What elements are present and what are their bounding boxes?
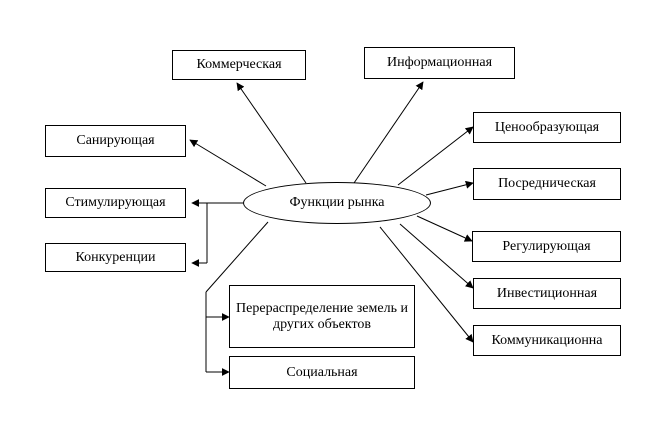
arrow-to-sanitizing: [189, 139, 267, 187]
arrow-to-regulating: [416, 215, 473, 242]
node-redistribution-label: Перераспределение земель и других объект…: [236, 300, 408, 332]
center-label: Функции рынка: [289, 195, 385, 210]
arrow-to-informational: [353, 81, 424, 184]
node-investment: Инвестиционная: [473, 278, 621, 309]
arrow-to-investment: [399, 223, 474, 289]
node-sanitizing-label: Санирующая: [76, 133, 155, 148]
node-social-label: Социальная: [286, 364, 358, 380]
node-stimulating: Стимулирующая: [45, 188, 186, 218]
node-stimulating-label: Стимулирующая: [65, 195, 166, 210]
node-informational-label: Информационная: [386, 55, 493, 70]
node-investment-label: Инвестиционная: [496, 285, 598, 301]
arrow-to-commercial: [236, 82, 307, 184]
node-commercial: Коммерческая: [172, 50, 306, 80]
arrow-to-price-forming: [397, 126, 474, 186]
node-communication-label: Коммуникационна: [491, 332, 603, 348]
node-informational: Информационная: [364, 47, 515, 79]
node-intermediary: Посредническая: [473, 168, 621, 200]
arrow-to-intermediary: [425, 180, 474, 196]
node-redistribution: Перераспределение земель и других объект…: [229, 285, 415, 348]
node-regulating: Регулирующая: [472, 231, 621, 262]
node-intermediary-label: Посредническая: [498, 176, 596, 191]
connector-bottom-diagonal: [205, 221, 269, 293]
node-price-forming-label: Ценообразующая: [494, 119, 600, 135]
arrow-to-communication: [379, 226, 474, 343]
center-node: Функции рынка: [243, 182, 431, 224]
node-communication: Коммуникационна: [473, 325, 621, 356]
node-competition-label: Конкуренции: [75, 249, 156, 265]
node-regulating-label: Регулирующая: [502, 238, 591, 254]
node-competition: Конкуренции: [45, 243, 186, 272]
node-sanitizing: Санирующая: [45, 125, 186, 157]
node-social: Социальная: [229, 356, 415, 389]
node-price-forming: Ценообразующая: [473, 112, 621, 143]
node-commercial-label: Коммерческая: [196, 57, 282, 72]
